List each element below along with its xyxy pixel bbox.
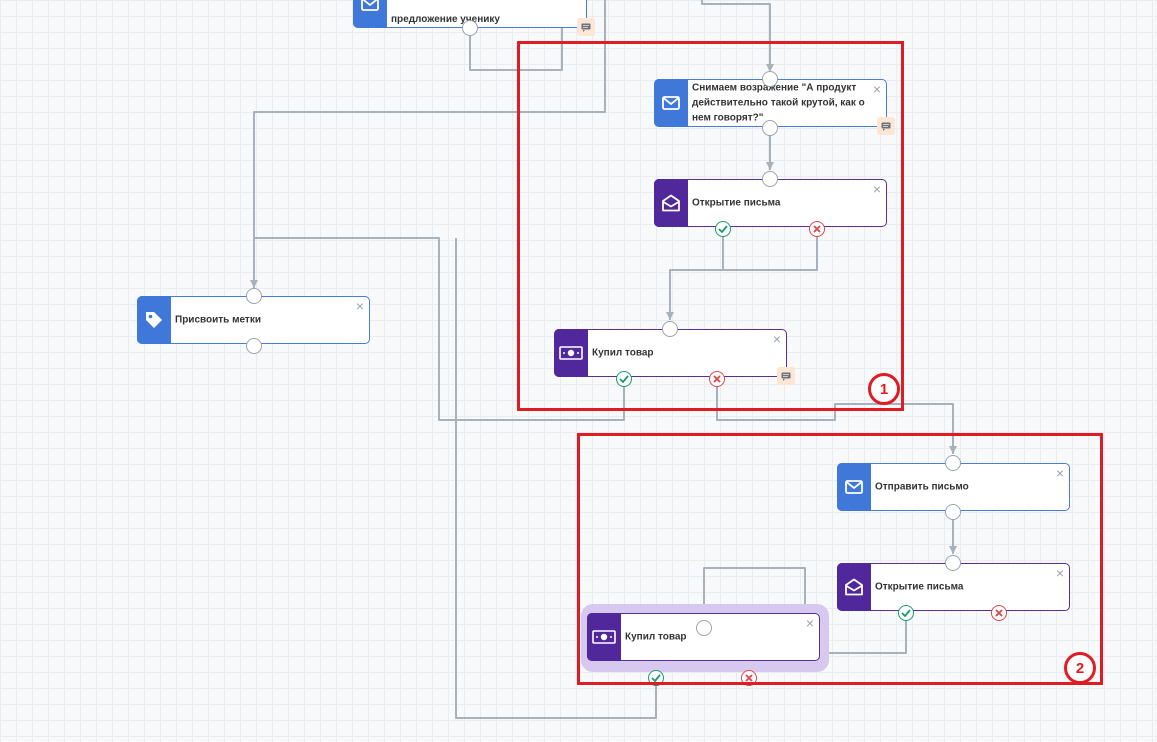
success-port[interactable] xyxy=(898,605,914,621)
node-label: Отправить письмо xyxy=(875,481,969,493)
success-port[interactable] xyxy=(616,371,632,387)
close-icon[interactable]: × xyxy=(872,81,881,97)
input-port[interactable] xyxy=(945,555,961,571)
open-envelope-icon xyxy=(837,563,871,611)
envelope-icon xyxy=(353,0,387,28)
annotation-badge-2: 2 xyxy=(1064,652,1096,684)
node-label: Присвоить метки xyxy=(175,314,261,326)
node-label: Купил товар xyxy=(592,347,654,359)
comment-icon[interactable] xyxy=(577,18,595,36)
money-icon xyxy=(587,613,621,661)
cross-icon xyxy=(995,609,1003,617)
fail-port[interactable] xyxy=(991,605,1007,621)
check-icon xyxy=(718,225,728,233)
close-icon[interactable]: × xyxy=(872,181,881,197)
close-icon[interactable]: × xyxy=(355,298,364,314)
input-port[interactable] xyxy=(696,620,712,636)
output-port[interactable] xyxy=(762,120,778,136)
success-port[interactable] xyxy=(715,221,731,237)
cross-icon xyxy=(745,674,753,682)
input-port[interactable] xyxy=(945,455,961,471)
node-label: Снимаем возражение "А продукт действител… xyxy=(692,82,865,124)
cross-icon xyxy=(713,375,721,383)
input-port[interactable] xyxy=(762,71,778,87)
fail-port[interactable] xyxy=(741,670,757,686)
input-port[interactable] xyxy=(762,171,778,187)
close-icon[interactable]: × xyxy=(1055,565,1064,581)
check-icon xyxy=(901,609,911,617)
envelope-icon xyxy=(654,79,688,127)
close-icon[interactable]: × xyxy=(1055,465,1064,481)
output-port[interactable] xyxy=(462,20,478,36)
node-label: Открытие письма xyxy=(692,197,781,209)
open-email-node[interactable]: Открытие письма × xyxy=(654,179,887,227)
node-label: предложение ученику xyxy=(391,14,500,25)
annotation-badge-1: 1 xyxy=(868,373,900,405)
envelope-icon xyxy=(837,463,871,511)
input-port[interactable] xyxy=(246,288,262,304)
node-label: Открытие письма xyxy=(875,581,964,593)
fail-port[interactable] xyxy=(809,221,825,237)
input-port[interactable] xyxy=(662,321,678,337)
open-email-node[interactable]: Открытие письма × xyxy=(837,563,1070,611)
send-email-node[interactable]: Отправить письмо × xyxy=(837,463,1070,511)
check-icon xyxy=(651,674,661,682)
cross-icon xyxy=(813,225,821,233)
comment-icon[interactable] xyxy=(777,367,795,385)
fail-port[interactable] xyxy=(709,371,725,387)
output-port[interactable] xyxy=(945,504,961,520)
money-icon xyxy=(554,329,588,377)
success-port[interactable] xyxy=(648,670,664,686)
comment-icon[interactable] xyxy=(877,117,895,135)
check-icon xyxy=(619,375,629,383)
close-icon[interactable]: × xyxy=(772,331,781,347)
close-icon[interactable]: × xyxy=(805,615,814,631)
assign-tags-node[interactable]: Присвоить метки × xyxy=(137,296,370,344)
node-label: Купил товар xyxy=(625,631,687,643)
output-port[interactable] xyxy=(246,338,262,354)
open-envelope-icon xyxy=(654,179,688,227)
tag-icon xyxy=(137,296,171,344)
